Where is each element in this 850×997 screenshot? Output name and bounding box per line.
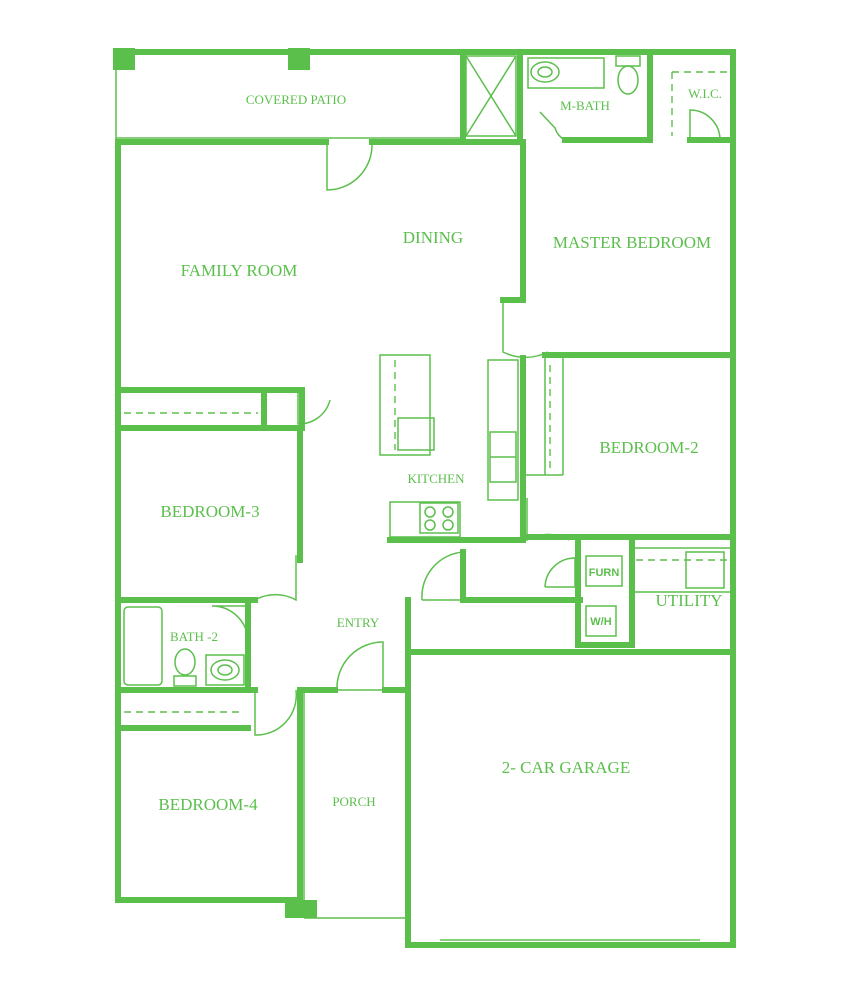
label-porch: PORCH [332, 794, 375, 809]
label-dining: DINING [403, 228, 463, 247]
door-swings [211, 109, 721, 736]
label-family-room: FAMILY ROOM [181, 261, 298, 280]
label-bedroom-3: BEDROOM-3 [160, 502, 259, 521]
label-water-heater: W/H [590, 616, 611, 628]
walls [113, 48, 736, 948]
label-m-bath: M-BATH [560, 98, 610, 113]
label-wic: W.I.C. [688, 86, 722, 101]
label-utility: UTILITY [655, 591, 722, 610]
label-bedroom-4: BEDROOM-4 [158, 795, 258, 814]
label-entry: ENTRY [337, 615, 380, 630]
room-labels: COVERED PATIO M-BATH W.I.C. DINING MASTE… [158, 86, 722, 814]
label-kitchen: KITCHEN [407, 471, 465, 486]
label-furnace: FURN [589, 567, 620, 579]
label-master-bedroom: MASTER BEDROOM [553, 233, 711, 252]
label-bath-2: BATH -2 [170, 629, 218, 644]
label-covered-patio: COVERED PATIO [246, 92, 346, 107]
label-bedroom-2: BEDROOM-2 [599, 438, 698, 457]
label-garage: 2- CAR GARAGE [502, 758, 630, 777]
